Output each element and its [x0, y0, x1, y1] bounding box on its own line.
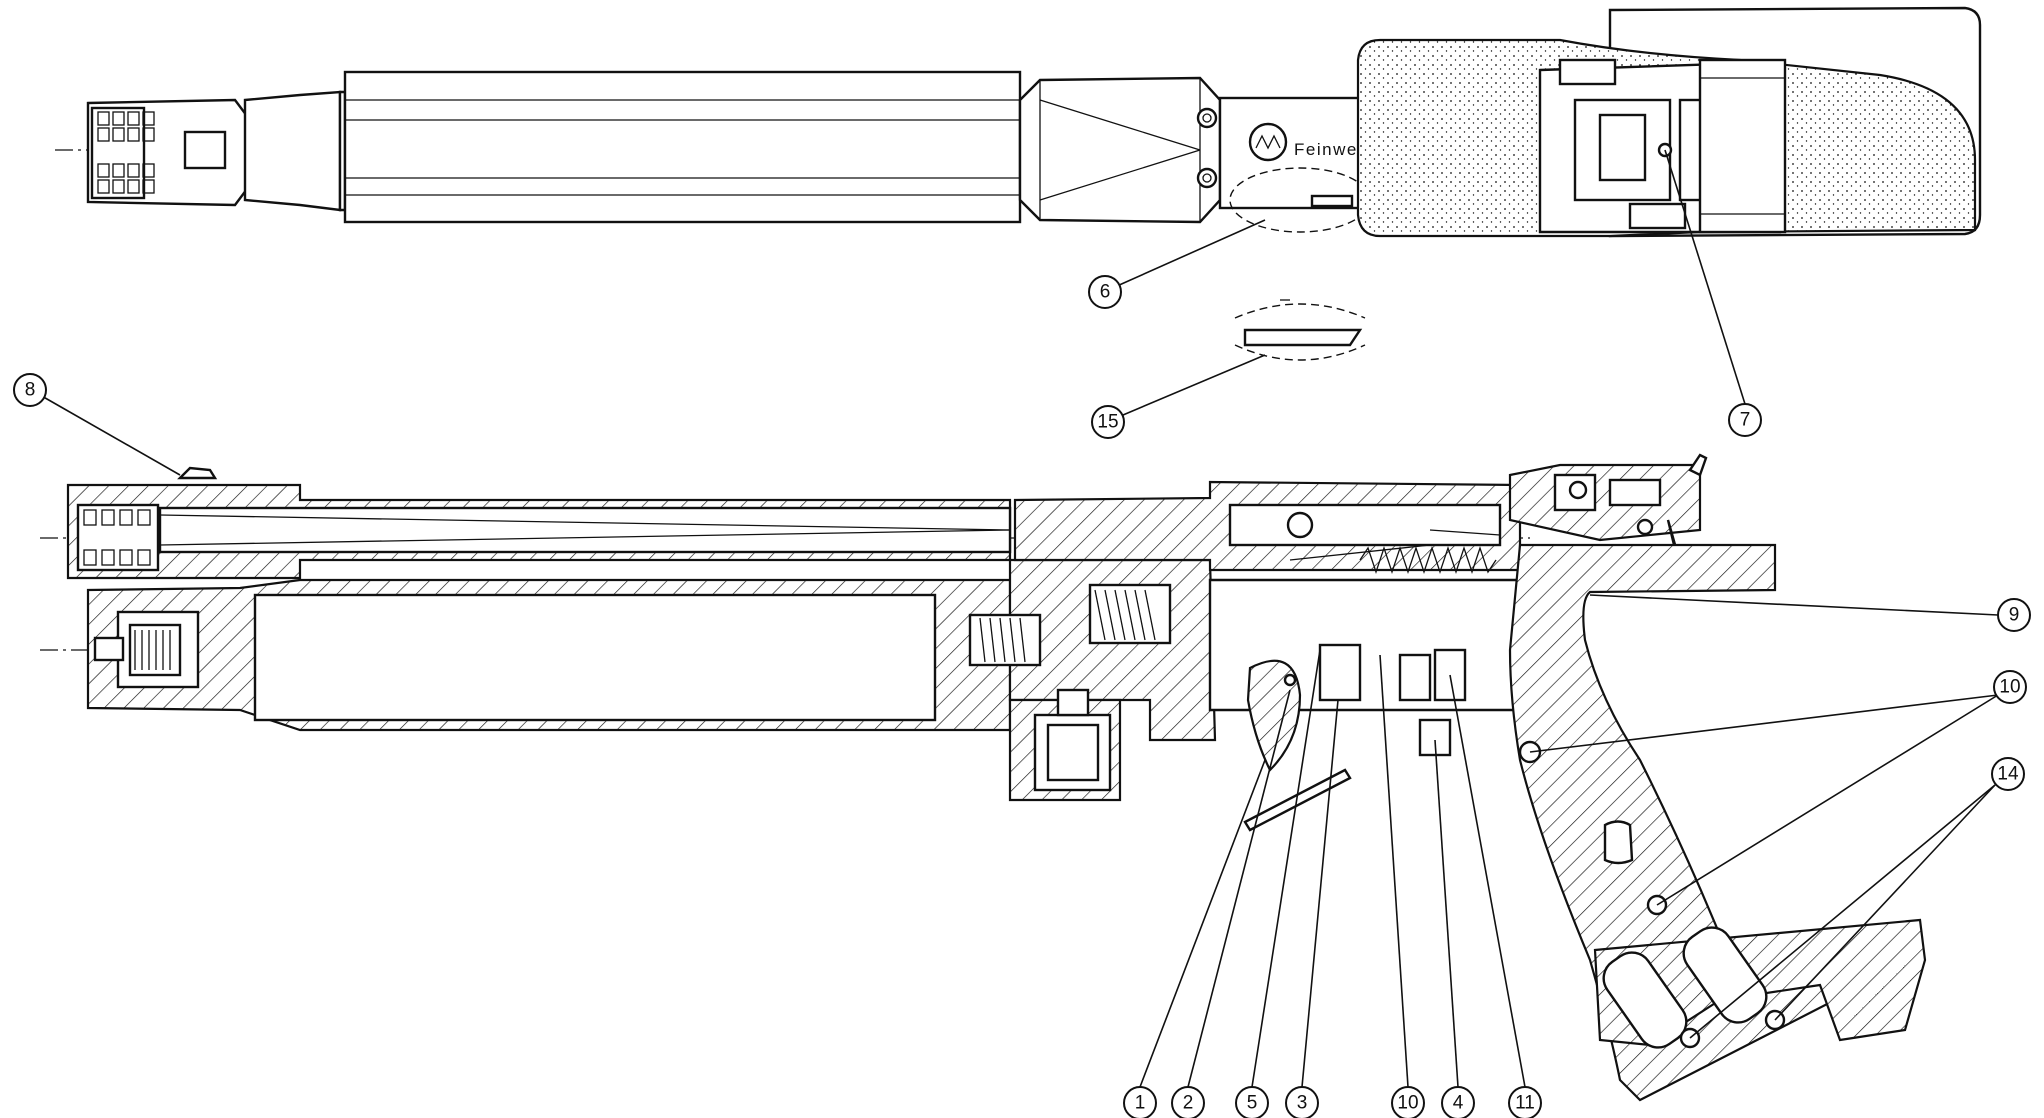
callout-1-label: 1 — [1135, 1093, 1146, 1114]
top-grip — [1356, 6, 1982, 238]
callout-6 — [1088, 275, 1122, 309]
callout-10-lower — [1391, 1086, 1425, 1118]
grip-frame — [1508, 543, 1837, 1102]
callout-6-label: 6 — [1100, 282, 1111, 303]
callout-7 — [1728, 403, 1762, 437]
callout-14-label: 14 — [1997, 764, 2019, 785]
callout-10-upper-label: 10 — [1999, 677, 2020, 698]
callout-10-upper — [1993, 670, 2027, 704]
callout-5 — [1235, 1086, 1269, 1118]
detail-15 — [1234, 299, 1366, 361]
callout-4-label: 4 — [1453, 1093, 1464, 1114]
callout-14 — [1991, 757, 2025, 791]
callout-3 — [1285, 1086, 1319, 1118]
top-muzzle — [86, 90, 342, 212]
callout-8-label: 8 — [25, 380, 36, 401]
trigger-guard-rod — [1243, 768, 1352, 832]
callout-2-label: 2 — [1183, 1093, 1194, 1114]
hammer-spring — [1359, 545, 1497, 575]
top-cylinder — [338, 70, 1022, 224]
callout-9-label: 9 — [2009, 605, 2020, 626]
brand-logo-icon — [1248, 122, 1288, 162]
side-section-view — [40, 453, 1927, 1102]
front-sight — [177, 466, 218, 480]
callout-8 — [13, 373, 47, 407]
callout-15-label: 15 — [1097, 412, 1118, 433]
callout-9 — [1997, 598, 2031, 632]
callout-4 — [1441, 1086, 1475, 1118]
callout-11-label: 11 — [1515, 1093, 1535, 1114]
rear-sight — [1508, 453, 1708, 587]
top-connector — [1018, 76, 1222, 224]
callout-3-label: 3 — [1297, 1093, 1308, 1114]
callout-15 — [1091, 405, 1125, 439]
callouts: 6 7 15 8 9 10 14 1 2 5 3 — [13, 149, 2031, 1118]
trigger — [1246, 659, 1302, 772]
callout-5-label: 5 — [1247, 1093, 1258, 1114]
top-view: Feinwerkbau — [55, 6, 1982, 361]
callout-1 — [1123, 1086, 1157, 1118]
callout-7-label: 7 — [1740, 410, 1751, 431]
callout-11 — [1508, 1086, 1542, 1118]
callout-10-lower-label: 10 — [1397, 1093, 1418, 1114]
callout-2 — [1171, 1086, 1205, 1118]
